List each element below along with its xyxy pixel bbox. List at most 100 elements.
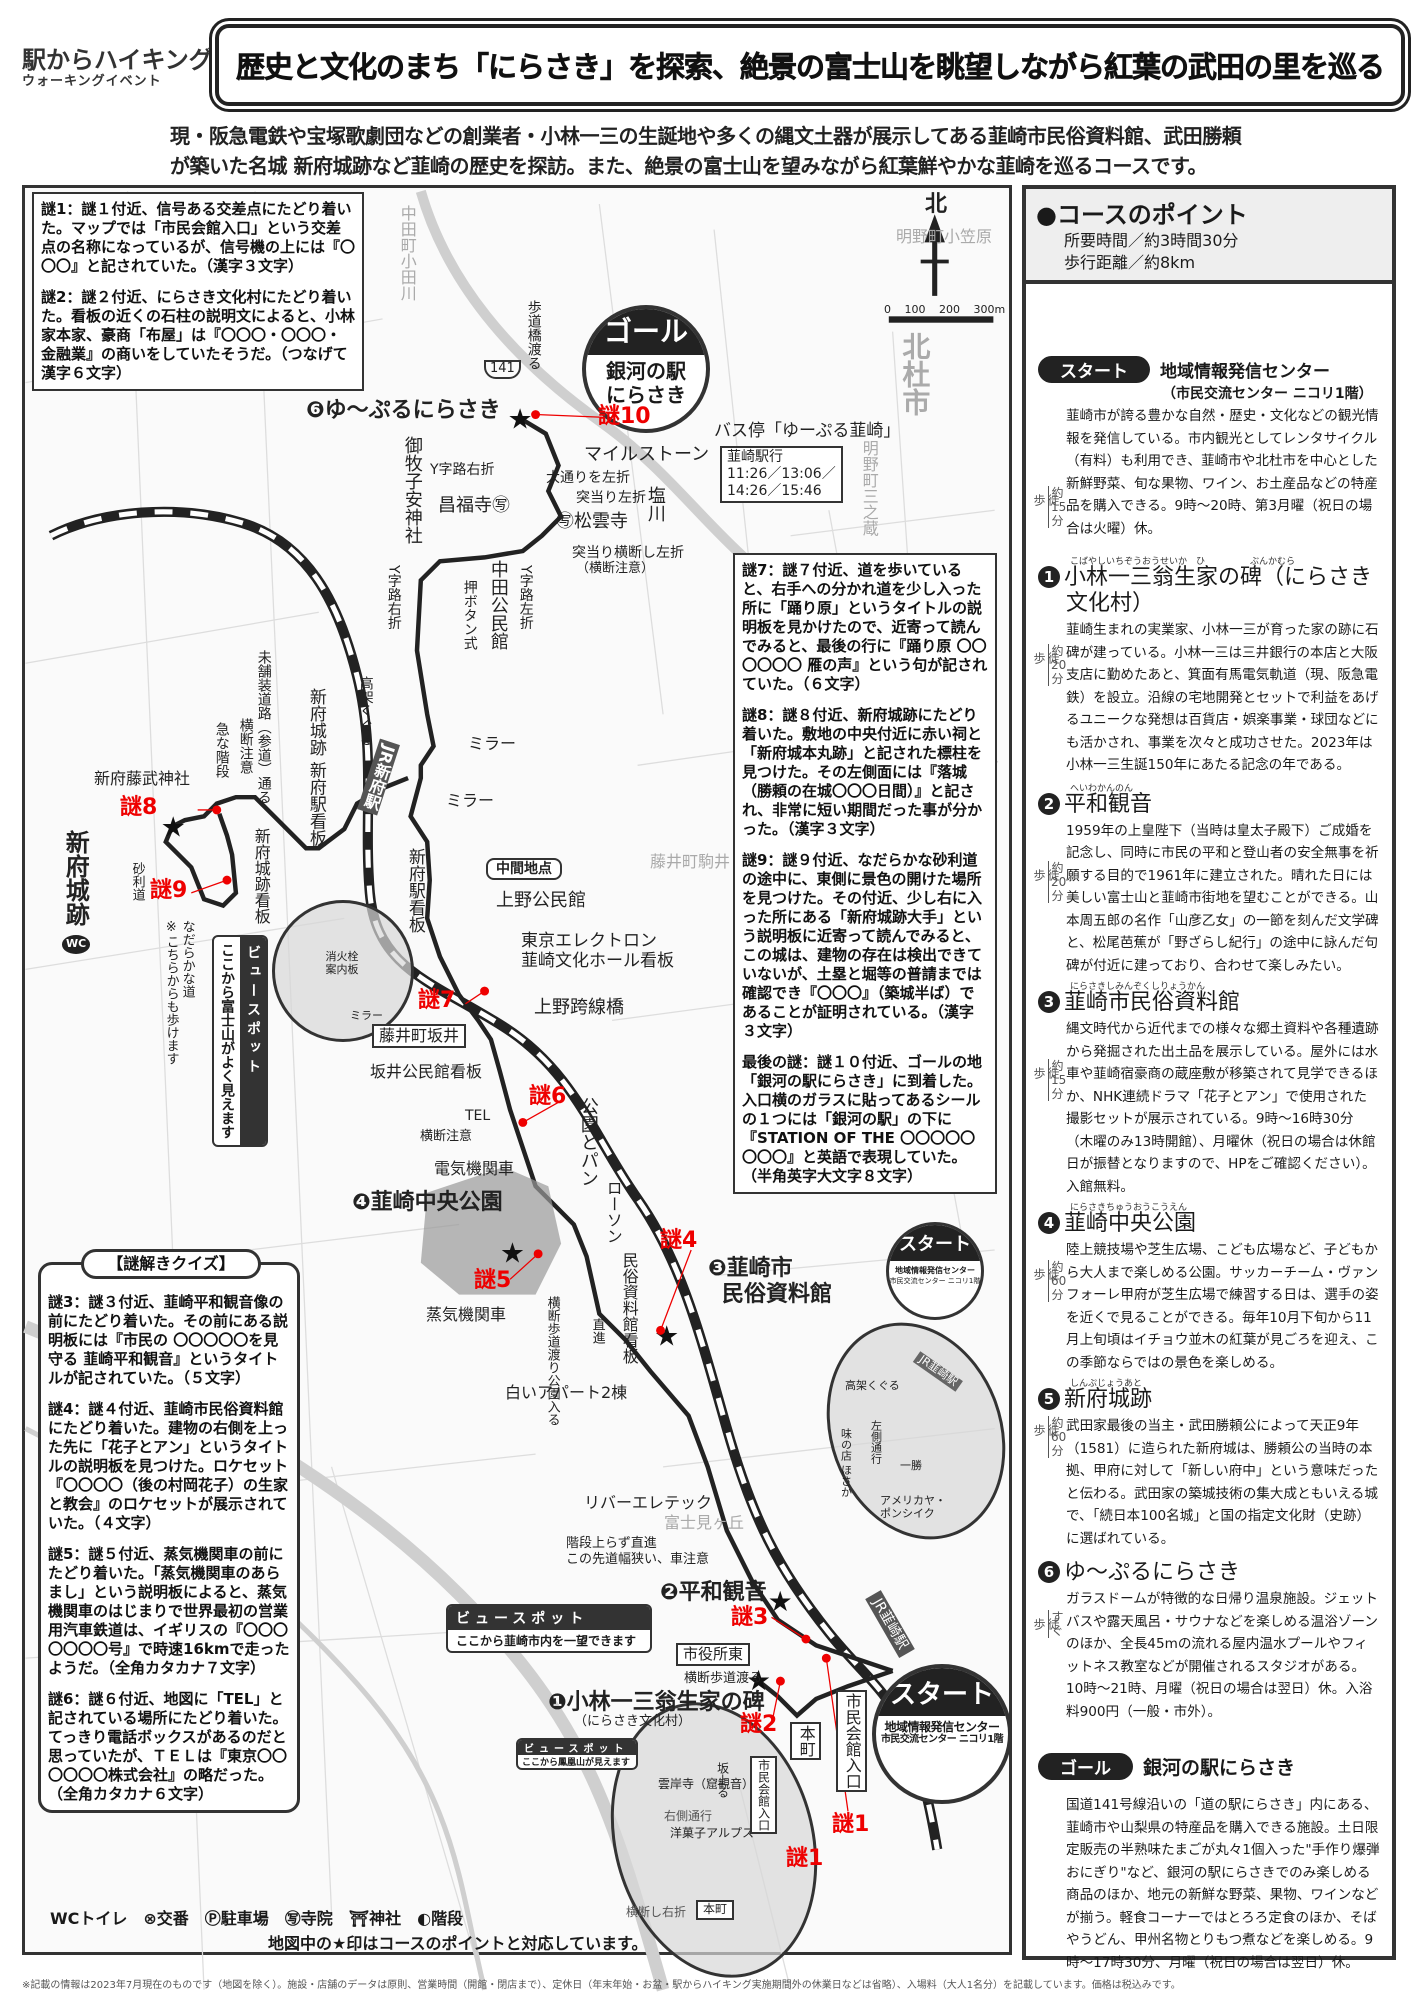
sign-label: 坂井公民館看板 <box>370 1062 483 1081</box>
subtitle-line1: 現・阪急電鉄や宝塚歌劇団などの創業者・小林一三の生誕地や多くの縄文土器が展示して… <box>170 124 1242 148</box>
route-note: 高架くぐる <box>845 1379 900 1392</box>
quiz-10: 最後の謎：謎１０付近、ゴールの地「銀河の駅にらさき」に到着した。入口横のガラスに… <box>742 1053 983 1185</box>
quiz-title: 【謎解きクイズ】 <box>81 1249 261 1279</box>
shop-label: アメリカヤ・ポンシイク <box>880 1494 946 1520</box>
page-title: 歴史と文化のまち「にらさき」を探索、絶景の富士山を眺望しながら紅葉の武田の里を巡… <box>215 24 1405 106</box>
temple-label: 雲岸寺（窟観音） <box>658 1777 755 1791</box>
shop-label: 一勝 <box>900 1459 922 1472</box>
bus-stop-label: バス停「ゆーぷる韮崎」 <box>714 421 901 441</box>
start-sub: 市民交流センター ニコリ1階 <box>880 1734 1004 1745</box>
sign-label: 新府駅看板 <box>404 848 425 933</box>
point-3-label: 民俗資料館 <box>722 1282 833 1307</box>
nazo-1-label: 謎1 <box>786 1846 824 1871</box>
shrine-label: 御牧子安神社 <box>401 436 423 544</box>
star-icon: ★ <box>768 1585 793 1618</box>
quiz-3: 謎3：謎３付近、韮崎平和観音像の前にたどり着いた。その前にある説明板には『市民の… <box>48 1293 289 1387</box>
quiz-5: 謎5：謎５付近、蒸気機関車の前にたどり着いた。「蒸気機関車のあらまし」という説明… <box>48 1545 290 1677</box>
nazo-5-label: 謎5 <box>474 1268 512 1293</box>
route-note: マイルストーン <box>584 444 710 465</box>
route-note: 砂利道 <box>129 862 145 901</box>
nazo-1-label: 謎1 <box>832 1812 870 1837</box>
scale-labels: 0 100 200 300m <box>884 303 1006 316</box>
star-icon: ★ <box>161 811 186 844</box>
route-note: 突当り左折 <box>576 490 646 506</box>
point-2-label: ❷平和観音 <box>660 1580 767 1605</box>
route-note: 直進 <box>589 1318 605 1344</box>
nazo-8-label: 謎8 <box>120 795 158 820</box>
star-note: 地図中の★印はコースのポイントと対応しています。 <box>268 1934 648 1953</box>
tel-label: TEL <box>465 1108 491 1124</box>
place-label: 北杜市 <box>898 332 932 416</box>
place-label: 電気機関車 <box>434 1159 515 1178</box>
viewspot-fuji: ビュースポットここから富士山がよく見えます <box>212 935 268 1147</box>
bus-stop-label: 本町 <box>696 1900 735 1920</box>
north-arrow <box>920 214 949 296</box>
panel-body: スタート地域情報発信センター （市民交流センター ニコリ1階） 韮崎市が誇る豊か… <box>1026 288 1392 1974</box>
quiz-box-7-10: 謎7：謎７付近、道を歩いていると、右手への分かれ道を少し入った所に「踊り原」とい… <box>733 553 997 1194</box>
nazo-3-label: 謎3 <box>731 1605 769 1630</box>
goal-bubble: ゴール 銀河の駅にらさき <box>582 305 710 433</box>
section-start: スタート地域情報発信センター （市民交流センター ニコリ1階） 韮崎市が誇る豊か… <box>1032 356 1380 540</box>
route-note: Y字路右折 <box>430 462 495 478</box>
course-points-panel: ●コースのポイント 所要時間／約3時間30分 歩行距離／約8km スタート地域情… <box>1022 185 1396 1971</box>
star-icon: ★ <box>500 1237 525 1270</box>
mirror-label: ミラー <box>468 734 517 753</box>
temple-label: 昌福寺㊢ <box>438 495 510 516</box>
subtitle-line2: が築いた名城 新府城跡など韮崎の歴史を探訪。また、絶景の富士山を望みながら紅葉鮮… <box>170 154 1207 178</box>
fire-hydrant-label: 消火栓案内板 <box>325 950 359 976</box>
quiz-6: 謎6：謎６付近、地図に「TEL」と記されている場所にたどり着いた。てっきり電話ボ… <box>48 1690 288 1803</box>
place-label: 白いアパート2棟 <box>505 1383 628 1402</box>
mirror-label: ミラー <box>350 1009 383 1022</box>
nazo-7-label: 謎7 <box>418 988 456 1013</box>
mirror-label: ミラー <box>446 791 495 810</box>
start-name: 地域情報発信センター <box>884 1720 1000 1734</box>
nazo-2-label: 謎2 <box>740 1712 778 1737</box>
place-label: 藤井町駒井 <box>650 852 731 871</box>
point-1-label: ❶小林一三翁生家の碑 <box>548 1690 765 1715</box>
route-note: 横断注意 <box>420 1129 473 1144</box>
temple-label: ㊢松雲寺 <box>556 511 628 532</box>
bus-stop-label: 市役所東 <box>676 1643 751 1667</box>
route-note: 突当り横断し左折 <box>572 545 684 561</box>
place-label: リバーエレテック <box>584 1493 713 1512</box>
river-label: 塩川 <box>644 486 666 522</box>
route-note: 大通りを左折 <box>546 470 630 486</box>
event-logo-sub: ウォーキングイベント <box>22 74 162 89</box>
route-note: 坂上る <box>715 1762 730 1798</box>
route-note: 未舗装道路（参道）通る <box>255 650 272 804</box>
toilet-icon: WC <box>62 935 91 954</box>
shop-label: ローソン <box>603 1180 623 1244</box>
sign-label: 新府城跡看板 <box>251 828 271 924</box>
route-note: Y字路右折 <box>385 565 402 630</box>
course-distance: 歩行距離／約8km <box>1064 253 1196 272</box>
route-141-shield: 141 <box>484 360 521 379</box>
jr-railway <box>48 506 943 1851</box>
route-note: 左側通行 <box>869 1420 883 1464</box>
quiz-2: 謎2：謎２付近、にらさき文化村にたどり着いた。看板の近くの石柱の説明文によると、… <box>41 288 355 382</box>
route-note: この先道幅狭い、車注意 <box>566 1552 710 1567</box>
intersection-label: 市民会館入口 <box>836 1690 867 1792</box>
place-label: 富士見ヶ丘 <box>664 1513 745 1532</box>
route-note: 歩道橋渡る <box>525 300 542 370</box>
quiz-9: 謎9：謎９付近、なだらかな砂利道の途中に、東側に景色の開けた場所を見つけた。その… <box>742 851 983 1040</box>
place-label: 中田公民館 <box>487 560 509 650</box>
point-stars: ★ ★ ★ ★ ★ ★ <box>161 403 793 1697</box>
bus-stop-label: 本町 <box>790 1722 821 1760</box>
quiz-1: 謎1：謎１付近、信号ある交差点にたどり着いた。マップでは「市民会館入口」という交… <box>41 200 355 275</box>
quiz-box-3-6: 【謎解きクイズ】 謎3：謎３付近、韮崎平和観音像の前にたどり着いた。その前にある… <box>38 1249 300 1813</box>
route-note: 高架くぐる <box>357 676 374 746</box>
panel-header: ●コースのポイント 所要時間／約3時間30分 歩行距離／約8km <box>1026 189 1392 284</box>
north-label: 北 <box>925 192 948 217</box>
point-6-label: ❻ゆ〜ぷるにらさき <box>306 398 501 423</box>
shrine-label: 新府藤武神社 <box>94 769 191 788</box>
point-1-sub: （にらさき文化村） <box>574 1714 692 1729</box>
viewspot-hoo: ビュースポットここから鳳凰山が見えます <box>516 1738 638 1770</box>
sign-label: 新府城跡 新府駅看板 <box>305 688 326 847</box>
quiz-box-1-2: 謎1：謎１付近、信号ある交差点にたどり着いた。マップでは「市民会館入口」という交… <box>32 192 364 391</box>
point-5-label: 新府城跡 <box>61 830 90 926</box>
route-note: 横断歩道渡り公園入る <box>544 1296 560 1426</box>
walking-route <box>163 416 894 1719</box>
